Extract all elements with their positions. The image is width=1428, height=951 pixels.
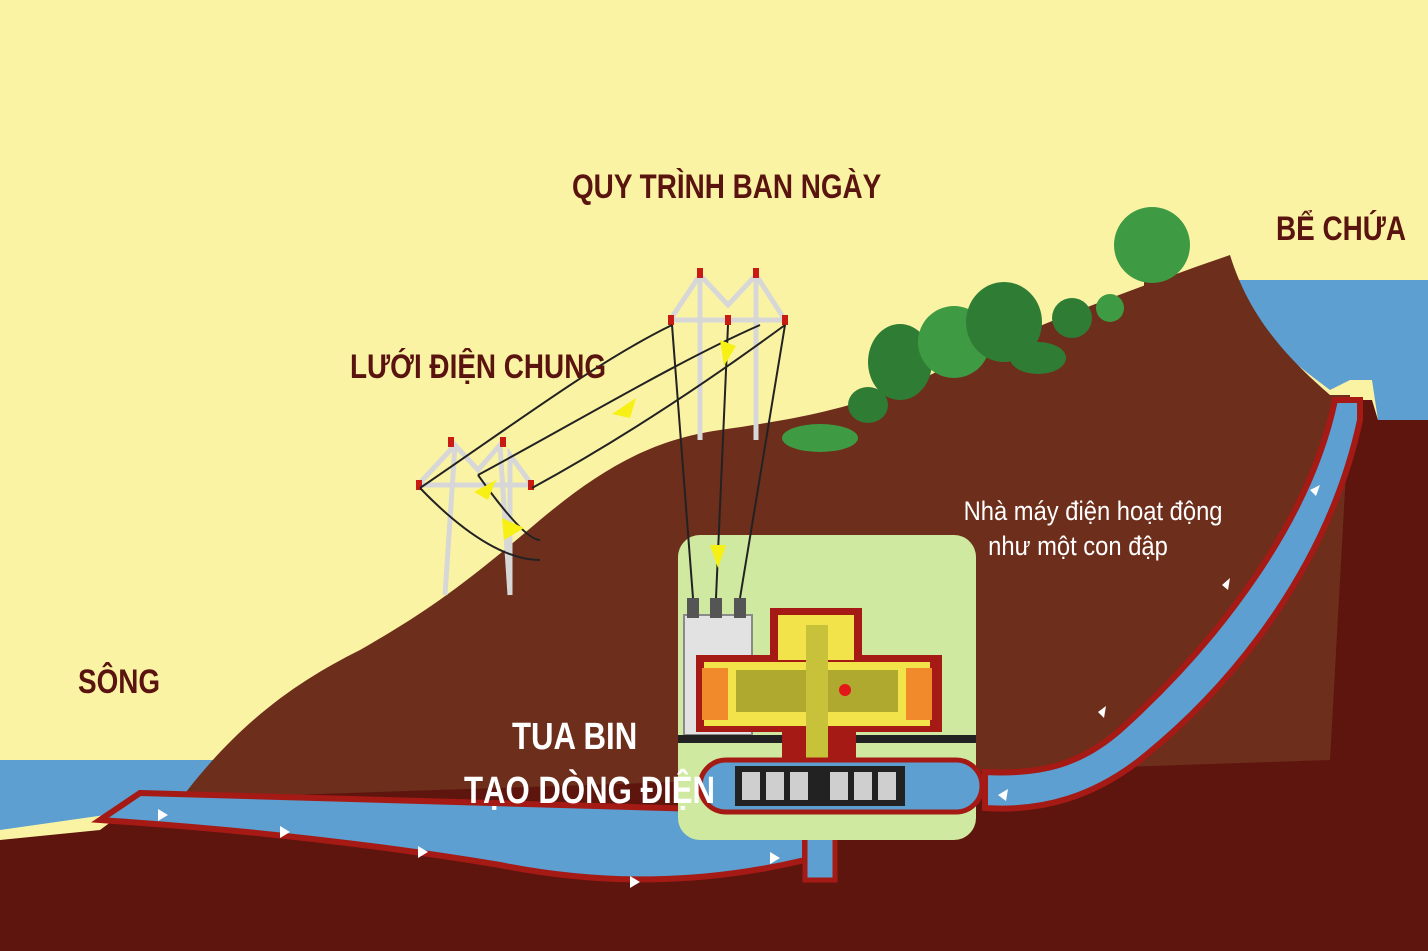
energy-arrows xyxy=(474,340,736,568)
transformer-bushings xyxy=(687,598,746,618)
label-grid: LƯỚI ĐIỆN CHUNG xyxy=(350,348,607,386)
turbine-blades xyxy=(735,766,905,806)
label-day-process: QUY TRÌNH BAN NGÀY xyxy=(572,168,882,206)
label-plant-note-line2: như một con đập xyxy=(988,531,1168,562)
tailrace-pipe xyxy=(91,789,808,883)
label-turbine-line2: TẠO DÒNG ĐIỆN xyxy=(464,770,716,812)
reservoir-water xyxy=(1232,280,1428,420)
label-reservoir: BỂ CHỨA xyxy=(1276,210,1407,248)
generator xyxy=(696,608,942,775)
pylon-insulators xyxy=(416,268,788,490)
pylon-left xyxy=(416,438,535,596)
label-turbine-line1: TUA BIN xyxy=(512,716,638,758)
penstock-pipe xyxy=(982,397,1363,812)
river-water xyxy=(0,760,220,830)
label-plant-note-line1: Nhà máy điện hoạt động xyxy=(963,496,1223,526)
trees xyxy=(782,207,1190,452)
label-river: SÔNG xyxy=(78,663,161,701)
label-plant-note: Nhà máy điện hoạt động như một con đập xyxy=(963,494,1223,564)
